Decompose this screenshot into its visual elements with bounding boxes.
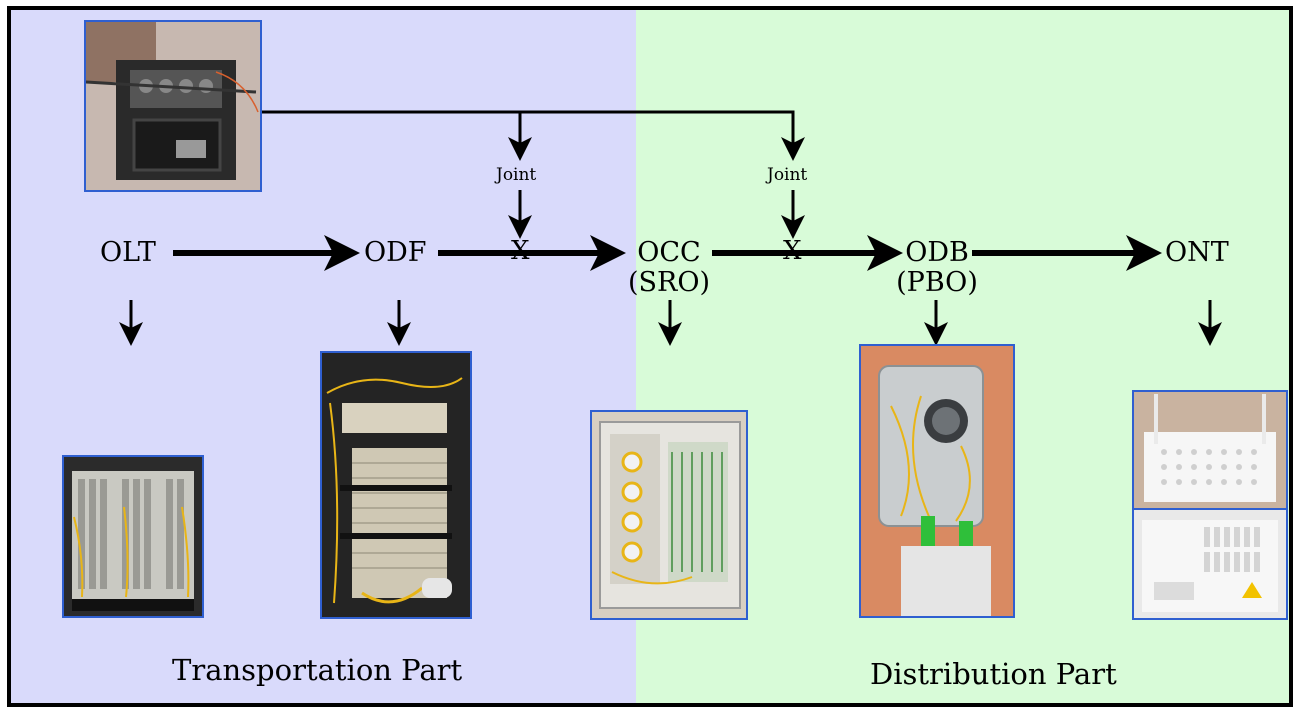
node-occ-sublabel: (SRO)	[627, 267, 711, 298]
node-odf: ODF	[364, 237, 427, 268]
joint-label-1: Joint	[496, 165, 537, 185]
node-occ: OCC (SRO)	[622, 238, 716, 298]
occ-cabinet-photo	[590, 410, 748, 620]
node-olt: OLT	[100, 237, 156, 268]
splice-feed-line	[260, 110, 805, 161]
distribution-part-label: Distribution Part	[870, 657, 1117, 691]
splice-closure-photo	[84, 20, 262, 192]
joint-x-2: X	[783, 236, 802, 266]
node-odb: ODB (PBO)	[890, 238, 984, 298]
node-ont: ONT	[1165, 237, 1229, 268]
transportation-part-label: Transportation Part	[172, 653, 463, 687]
ont-router-photo	[1132, 390, 1288, 620]
olt-chassis-photo	[62, 455, 204, 618]
odb-box-photo	[859, 344, 1015, 618]
joint-label-2: Joint	[767, 165, 808, 185]
joint-x-1: X	[511, 236, 530, 266]
odf-rack-photo	[320, 351, 472, 619]
node-occ-label: OCC	[637, 237, 701, 268]
node-odb-label: ODB	[905, 237, 969, 268]
node-odb-sublabel: (PBO)	[896, 267, 978, 298]
